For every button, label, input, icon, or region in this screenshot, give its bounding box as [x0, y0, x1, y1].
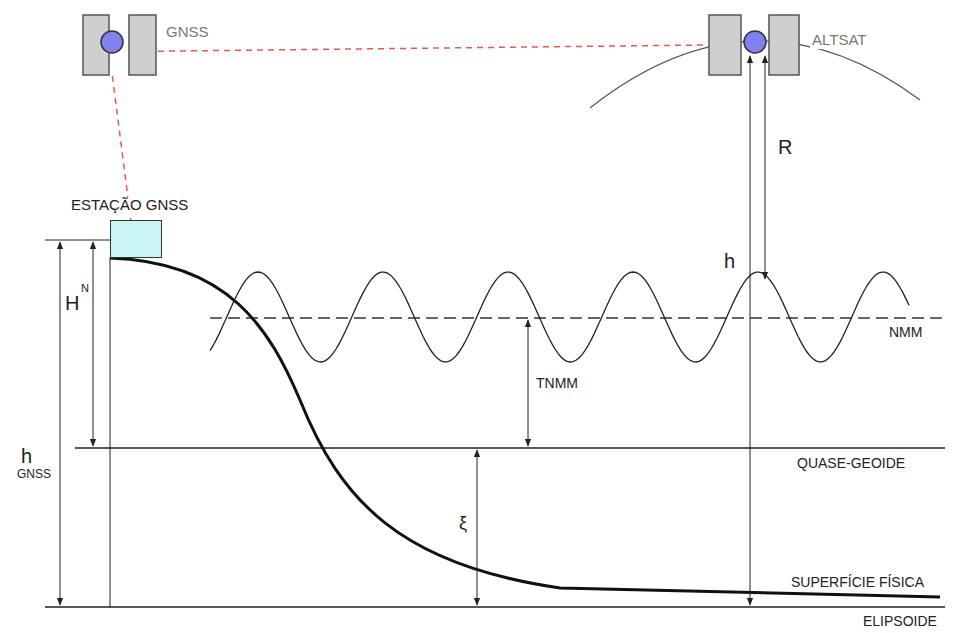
level-label: TNMM — [535, 376, 579, 391]
range-arrow — [765, 56, 766, 279]
altimeter-h-arrow — [750, 56, 751, 605]
level-label: NMM — [888, 325, 923, 340]
surface-label: ELIPSOIDE — [862, 614, 938, 629]
station-vertical — [110, 258, 111, 607]
mean-sea-level-line — [210, 317, 945, 319]
satellite-symbol — [82, 14, 158, 76]
altimetry-satellite: ALTSAT — [708, 14, 800, 76]
surface-label: QUASE-GEOIDE — [796, 456, 906, 471]
surface-label: SUPERFÍCIE FÍSICA — [790, 575, 925, 590]
satellite-symbol — [708, 14, 800, 76]
h-gnss-arrow — [60, 242, 61, 605]
ellipsoidal-height-label: h — [724, 250, 735, 272]
xi-arrow — [477, 450, 478, 605]
physical-surface — [110, 258, 940, 597]
tnmm-arrow — [528, 320, 529, 446]
sea-surface-wave — [210, 272, 909, 362]
tick-line — [45, 240, 110, 241]
ellipsoidal-height-label: h — [20, 445, 33, 467]
subscript: GNSS — [16, 468, 52, 481]
gnss-station: ESTAÇÃO GNSS — [110, 220, 162, 258]
node-label: ALTSAT — [810, 32, 868, 49]
quasi-geoid-line — [75, 447, 945, 449]
signal-path — [158, 45, 708, 51]
ellipsoid-line — [45, 606, 945, 608]
node-label: GNSS — [164, 24, 211, 41]
range-label: R — [778, 136, 792, 158]
height-symbol: H — [64, 292, 80, 314]
node-label: ESTAÇÃO GNSS — [69, 197, 190, 214]
normal-height-arrow — [93, 242, 94, 446]
gnss-satellite: GNSS — [82, 14, 158, 76]
superscript: N — [80, 282, 90, 294]
symbol-label: ξ — [458, 514, 468, 534]
